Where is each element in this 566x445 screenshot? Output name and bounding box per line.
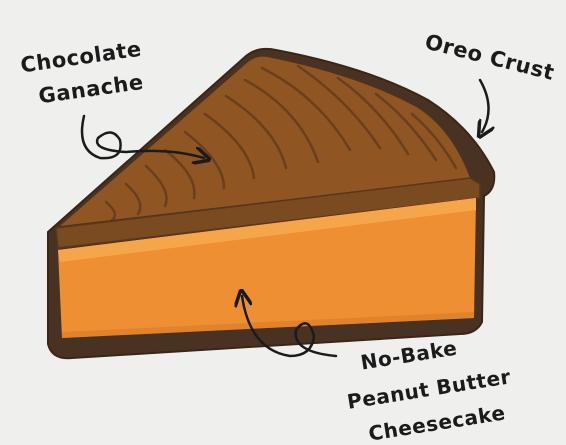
chocolate-ganache-label: Chocolate Ganache bbox=[19, 37, 145, 109]
svg-text:No-Bake: No-Bake bbox=[359, 336, 459, 375]
oreo-crust-label: Oreo Crust bbox=[423, 30, 557, 85]
ganache-top bbox=[60, 56, 470, 226]
ganache-arrow bbox=[80, 114, 204, 158]
ganache-side-layer bbox=[55, 177, 481, 249]
svg-text:Ganache: Ganache bbox=[37, 70, 145, 108]
crust-arrow bbox=[480, 78, 489, 132]
svg-text:Oreo Crust: Oreo Crust bbox=[423, 30, 557, 85]
cheesecake-label: No-Bake Peanut Butter Cheesecake bbox=[345, 336, 512, 445]
cheesecake-layer bbox=[58, 198, 476, 338]
cheesecake-arrow bbox=[242, 296, 338, 358]
ganache-swirl-stripes bbox=[104, 64, 458, 222]
